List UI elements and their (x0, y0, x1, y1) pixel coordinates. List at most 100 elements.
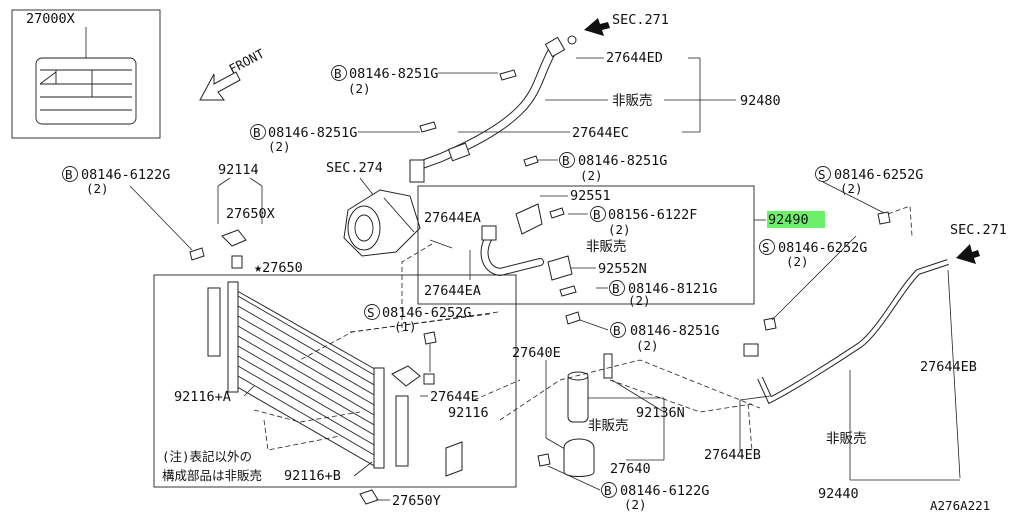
bolt-icon (559, 285, 577, 297)
svg-text:(2): (2) (786, 254, 809, 269)
bolt-icon (763, 317, 777, 331)
bolt-08146-6252g-label: 08146-6252G (778, 240, 867, 256)
svg-text:S: S (762, 240, 770, 255)
bolt-icon (499, 69, 517, 81)
bolt-icon (523, 155, 539, 167)
part-27644ea-label-2: 27644EA (424, 283, 481, 299)
svg-text:(1): (1) (394, 319, 417, 334)
kit-92490-frame (417, 185, 755, 305)
bolt-08146-8121g-label: 08146-8121G (628, 281, 717, 297)
part-27000x-label: 27000X (26, 11, 75, 27)
svg-text:S: S (367, 305, 375, 320)
bolt-icon (877, 211, 891, 225)
seal-92116-icon (395, 395, 409, 467)
bolt-icon (549, 207, 565, 219)
svg-text:(2): (2) (580, 168, 603, 183)
part-92114-label: 92114 (218, 162, 259, 178)
part-92480-label: 92480 (740, 93, 781, 109)
receiver-drier-icon (567, 371, 589, 423)
part-92440-label: 92440 (818, 486, 859, 502)
diagram-id-label: A276A221 (930, 498, 990, 512)
part-27640e-label: 27640E (512, 345, 561, 361)
sec271-right-arrow-icon (956, 244, 980, 264)
bolt-08146-8251g-label: 08146-8251G (578, 153, 667, 169)
not-sold-label-2: 非販売 (586, 239, 627, 255)
svg-text:(2): (2) (86, 181, 109, 196)
part-27644e-label: 27644E (430, 389, 479, 405)
grommet-icon (231, 255, 243, 269)
bolt-08146-8251g-label: 08146-8251G (349, 66, 438, 82)
condenser-frame (153, 274, 517, 488)
bolt-08146-6122g-label: 08146-6122G (620, 483, 709, 499)
part-27650x-label: 27650X (226, 206, 275, 222)
part-92551-label: 92551 (570, 188, 611, 204)
sec271-top-arrow-icon (584, 18, 610, 36)
svg-text:B: B (253, 125, 261, 140)
svg-text:B: B (613, 323, 621, 338)
svg-text:(2): (2) (628, 293, 651, 308)
bracket-27650y-icon (359, 489, 379, 505)
seal-92116-a-icon (207, 287, 221, 357)
connector-icon (391, 365, 421, 387)
sec271-top-label: SEC.271 (612, 12, 669, 28)
part-27650-label: ★27650 (254, 260, 303, 276)
front-arrow-icon (199, 71, 241, 101)
svg-text:B: B (612, 281, 620, 296)
bolt-08146-6252g-label: 08146-6252G (382, 305, 471, 321)
seal-block-icon (445, 441, 463, 477)
bolt-08156-6122f-label: 08156-6122F (608, 207, 697, 223)
svg-text:B: B (604, 483, 612, 498)
part-27644ec-label: 27644EC (572, 125, 629, 141)
svg-text:B: B (65, 167, 73, 182)
part-27650y-label: 27650Y (392, 493, 441, 509)
bracket-icon (221, 229, 247, 247)
sec274-label: SEC.274 (326, 160, 383, 176)
part-92116a-label: 92116+A (174, 389, 231, 405)
note-line-2: 構成部品は非販売 (162, 468, 262, 483)
part-27644ea-label-1: 27644EA (424, 210, 481, 226)
pressure-switch-icon (603, 353, 613, 379)
svg-text:B: B (593, 207, 601, 222)
part-92116b-label: 92116+B (284, 468, 341, 484)
part-27640-label: 27640 (610, 461, 651, 477)
high-pressure-hose-92480 (413, 41, 560, 171)
compressor-icon (343, 189, 421, 257)
part-92490-label[interactable]: 92490 (768, 212, 809, 228)
svg-text:(2): (2) (624, 497, 647, 512)
condenser-icon (227, 281, 385, 469)
bolt-icon (419, 121, 437, 133)
part-27644ed-label: 27644ED (606, 50, 663, 66)
svg-text:B: B (562, 153, 570, 168)
svg-text:S: S (818, 167, 826, 182)
part-92136n-label: 92136N (636, 405, 685, 421)
not-sold-label-4: 非販売 (826, 431, 867, 447)
front-label: FRONT (226, 46, 267, 77)
part-92490-highlight (767, 211, 825, 228)
bolt-icon (537, 453, 551, 467)
part-92552n-label: 92552N (598, 261, 647, 277)
not-sold-label-1: 非販売 (612, 93, 653, 109)
part-92116-label: 92116 (448, 405, 489, 421)
svg-text:(2): (2) (840, 181, 863, 196)
label-27000x-frame (11, 9, 161, 139)
svg-text:(2): (2) (608, 222, 631, 237)
pipe-92440 (757, 259, 949, 405)
bolt-08146-6122g-label: 08146-6122G (81, 167, 170, 183)
bolt-08146-6252g-label: 08146-6252G (834, 167, 923, 183)
bolt-08146-8251g-label: 08146-8251G (268, 125, 357, 141)
note-line-1: (注)表記以外の (162, 449, 252, 464)
label-sticker-icon (35, 57, 137, 125)
part-27644eb-label-1: 27644EB (920, 359, 977, 375)
bolt-icon (423, 331, 437, 345)
svg-text:(2): (2) (268, 139, 291, 154)
bolt-08146-8251g-label: 08146-8251G (630, 323, 719, 339)
bolt-icon (565, 311, 581, 325)
svg-text:(2): (2) (348, 81, 371, 96)
bolt-icon (189, 247, 205, 261)
svg-text:(2): (2) (636, 338, 659, 353)
part-27644eb-label-2: 27644EB (704, 447, 761, 463)
sec271-right-label: SEC.271 (950, 222, 1007, 238)
drier-bracket-icon (563, 438, 595, 477)
